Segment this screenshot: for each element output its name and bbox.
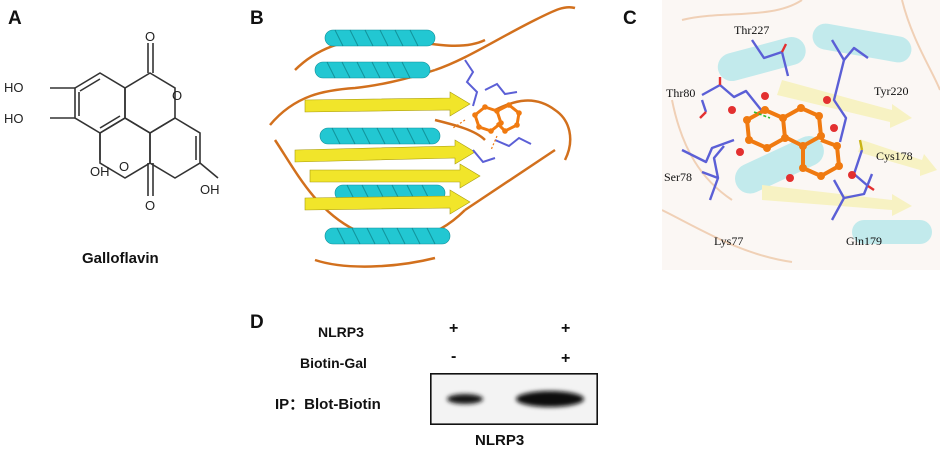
residue-label-thr80: Thr80	[666, 86, 695, 100]
residue-label-cys178: Cys178	[876, 149, 913, 163]
blot-bottom-label: NLRP3	[475, 432, 525, 449]
binding-site-image: Thr227 Tyr220 Thr80 Cys178 Ser78 Gln179 …	[662, 0, 940, 270]
residue-label-thr227: Thr227	[734, 23, 769, 37]
panel-d-letter: D	[250, 312, 264, 333]
panel-a-letter: A	[8, 8, 22, 29]
atom-oh-right: OH	[200, 182, 220, 197]
residue-label-ser78: Ser78	[664, 170, 692, 184]
protein-ribbon-image	[269, 5, 576, 268]
blot-band-lane1	[447, 394, 483, 404]
compound-name: Galloflavin	[82, 250, 159, 267]
western-blot-image	[430, 373, 598, 425]
panel-c-letter: C	[623, 8, 637, 29]
row-label-biotin-gal: Biotin-Gal	[300, 355, 367, 371]
atom-ho-mid: HO	[4, 111, 24, 126]
biotin-gal-lane1-sign: -	[451, 348, 457, 365]
nlrp3-lane2-sign: +	[561, 320, 571, 337]
atom-oh-low: OH	[90, 164, 110, 179]
atom-ho-top: HO	[4, 80, 24, 95]
atom-o-ring-top: O	[172, 88, 182, 103]
ip-blot-label: IP：Blot-Biotin	[275, 396, 381, 413]
residue-label-lys77: Lys77	[714, 234, 743, 248]
galloflavin-structure: HO HO OH OH O O O O	[4, 29, 220, 213]
biotin-gal-lane2-sign: +	[561, 350, 571, 367]
nlrp3-lane1-sign: +	[449, 320, 459, 337]
residue-label-tyr220: Tyr220	[874, 84, 909, 98]
atom-o-top: O	[145, 29, 155, 44]
panel-b-letter: B	[250, 8, 264, 29]
atom-o-ring-bottom: O	[119, 159, 129, 174]
row-label-nlrp3: NLRP3	[318, 324, 364, 340]
blot-band-lane2	[516, 391, 584, 407]
residue-label-gln179: Gln179	[846, 234, 882, 248]
atom-o-bottom: O	[145, 198, 155, 213]
